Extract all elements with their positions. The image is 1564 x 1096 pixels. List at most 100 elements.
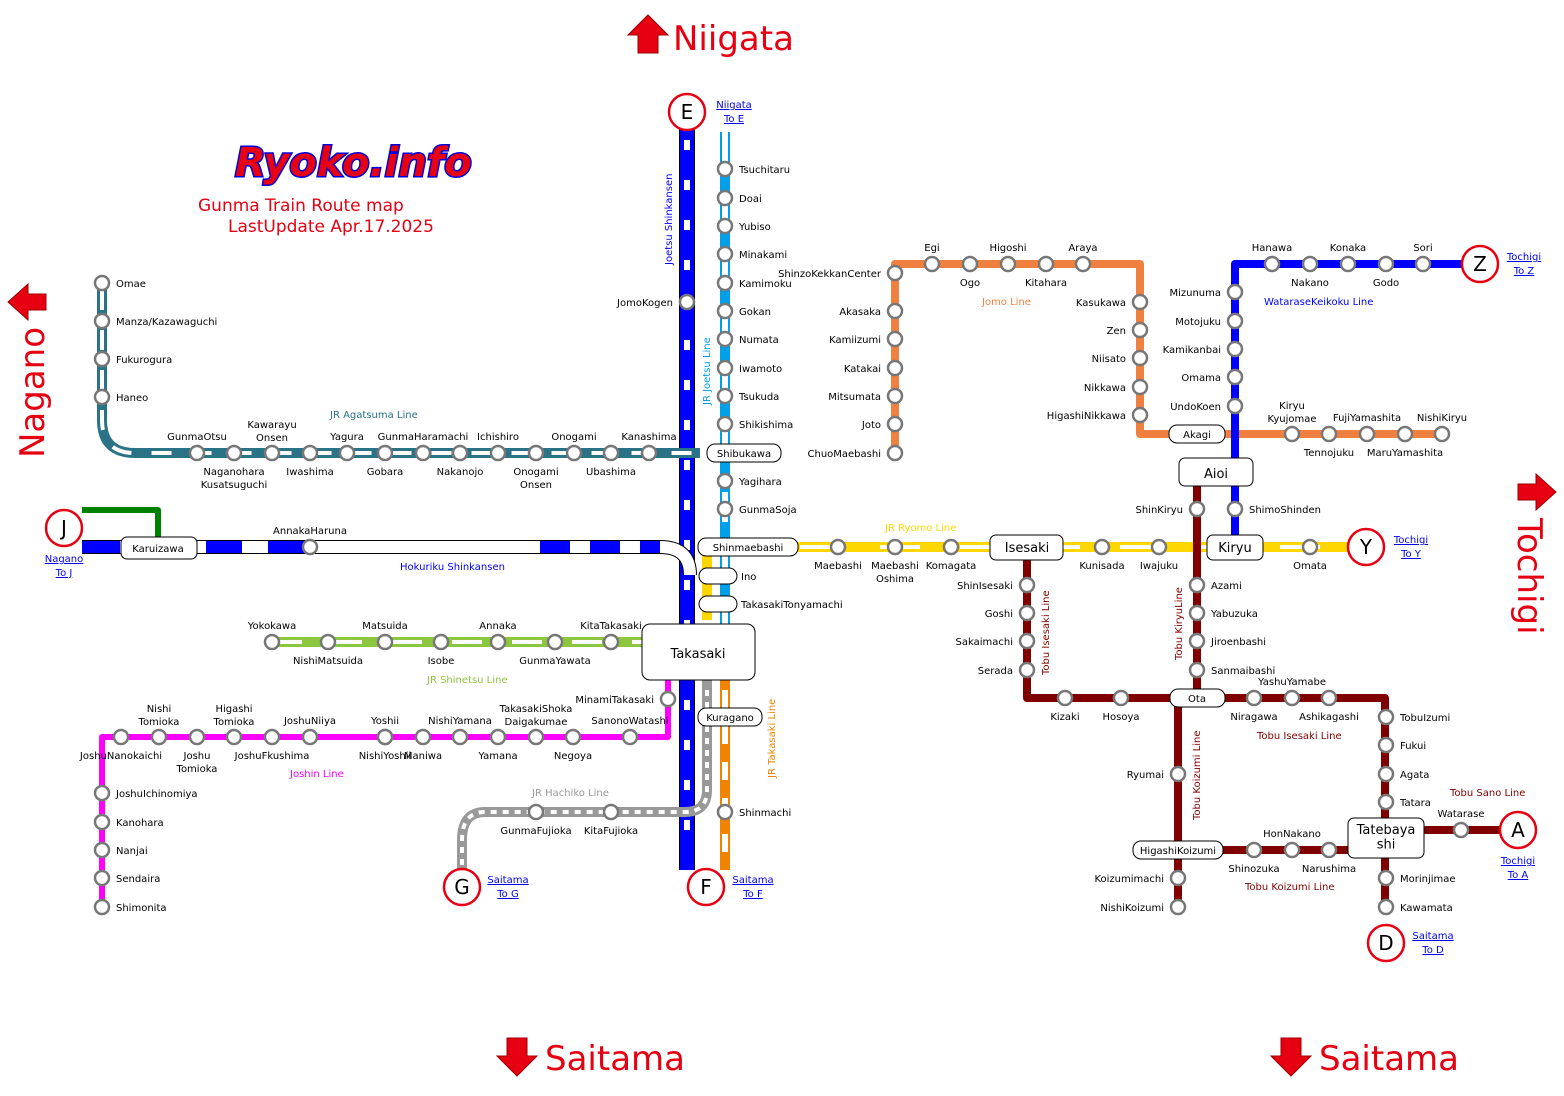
hub-aioi[interactable]: Aioi [1178, 457, 1254, 487]
station-dot-shimonita[interactable] [93, 898, 111, 916]
station-dot-motojuku[interactable] [1226, 312, 1244, 330]
station-dot-omama[interactable] [1226, 368, 1244, 386]
station-dot-higashinikkawa[interactable] [1131, 406, 1149, 424]
station-dot-onogami-onsen[interactable] [527, 444, 545, 462]
station-dot-iwashima[interactable] [301, 444, 319, 462]
station-dot-niisato[interactable] [1131, 349, 1149, 367]
station-dot-nanjai[interactable] [93, 841, 111, 859]
station-dot-haneo[interactable] [93, 388, 111, 406]
station-dot-joshu-tomioka[interactable] [188, 728, 206, 746]
station-dot-gunmafujioka[interactable] [527, 803, 545, 821]
hub-akagi[interactable]: Akagi [1168, 424, 1226, 444]
station-dot-nishikoizumi[interactable] [1169, 898, 1187, 916]
station-dot-chuomaebashi[interactable] [886, 444, 904, 462]
station-dot-tsuchitaru[interactable] [716, 160, 734, 178]
station-dot-higashi-tomioka[interactable] [225, 728, 243, 746]
station-dot-mizunuma[interactable] [1226, 283, 1244, 301]
station-dot-sakaimachi[interactable] [1018, 632, 1036, 650]
station-dot-egi[interactable] [923, 255, 941, 273]
station-dot-gunmayawata[interactable] [546, 633, 564, 651]
station-dot-yokokawa[interactable] [263, 633, 281, 651]
station-dot-yagura[interactable] [338, 444, 356, 462]
station-dot-shinmachi[interactable] [716, 803, 734, 821]
station-dot-narushima[interactable] [1320, 841, 1338, 859]
station-dot-annaka[interactable] [489, 633, 507, 651]
exit-circle[interactable] [686, 867, 726, 907]
station-dot-sori[interactable] [1414, 255, 1432, 273]
station-dot-sendaira[interactable] [93, 869, 111, 887]
station-dot-kawarayu-onsen[interactable] [263, 444, 281, 462]
station-dot-nishiyamana[interactable] [451, 728, 469, 746]
exit-circle[interactable] [1366, 923, 1406, 963]
station-dot-joshunanokaichi[interactable] [112, 728, 130, 746]
exit-circle[interactable] [1498, 810, 1538, 850]
exit-link[interactable]: Nagano [45, 554, 84, 565]
station-dot-nakano[interactable] [1301, 255, 1319, 273]
station-dot-omae[interactable] [93, 274, 111, 292]
station-dot-morinjimae[interactable] [1377, 869, 1395, 887]
station-dot-godo[interactable] [1377, 255, 1395, 273]
hub-ino[interactable]: Ino [698, 567, 756, 585]
station-dot-kamimoku[interactable] [716, 274, 734, 292]
station-dot-niragawa[interactable] [1245, 689, 1263, 707]
station-dot-iwamoto[interactable] [716, 359, 734, 377]
station-dot-agata[interactable] [1377, 765, 1395, 783]
station-dot-fukurogura[interactable] [93, 350, 111, 368]
exit-circle[interactable] [44, 508, 84, 548]
station-dot-hanawa[interactable] [1263, 255, 1281, 273]
station-dot-gunmaharamachi[interactable] [414, 444, 432, 462]
station-dot-kitahara[interactable] [1037, 255, 1055, 273]
station-dot-yashuyamabe[interactable] [1283, 689, 1301, 707]
station-dot-kamiizumi[interactable] [886, 330, 904, 348]
station-dot-manza-kazawaguchi[interactable] [93, 312, 111, 330]
station-dot-konaka[interactable] [1339, 255, 1357, 273]
exit-link[interactable]: To E [723, 114, 744, 125]
station-dot-nishimatsuida[interactable] [319, 633, 337, 651]
station-dot-maniwa[interactable] [414, 728, 432, 746]
station-dot-jiroenbashi[interactable] [1188, 632, 1206, 650]
station-dot-kizaki[interactable] [1056, 689, 1074, 707]
station-dot-yabuzuka[interactable] [1188, 604, 1206, 622]
station-dot-kanohara[interactable] [93, 813, 111, 831]
exit-link[interactable]: Saitama [1412, 931, 1453, 942]
station-dot-annakaharuna[interactable] [301, 538, 319, 556]
station-dot-takasakishoka-daigakumae[interactable] [527, 728, 545, 746]
station-dot-ryumai[interactable] [1169, 765, 1187, 783]
station-dot-komagata[interactable] [942, 538, 960, 556]
station-dot-yamana[interactable] [489, 728, 507, 746]
station-dot-onogami[interactable] [565, 444, 583, 462]
station-dot-minakami[interactable] [716, 245, 734, 263]
station-dot-iwajuku[interactable] [1150, 538, 1168, 556]
exit-link[interactable]: Saitama [732, 875, 773, 886]
station-dot-ogo[interactable] [961, 255, 979, 273]
hub-higashikoizumi[interactable]: HigashiKoizumi [1132, 840, 1224, 860]
station-dot-numata[interactable] [716, 330, 734, 348]
station-dot-ubashima[interactable] [602, 444, 620, 462]
hub-tonyamachi[interactable]: TakasakiTonyamachi [698, 595, 843, 613]
hub-kiryu[interactable]: Kiryu [1206, 534, 1264, 561]
station-dot-kamikanbai[interactable] [1226, 340, 1244, 358]
station-dot-serada[interactable] [1018, 661, 1036, 679]
exit-link[interactable]: To Z [1513, 266, 1535, 277]
station-dot-doai[interactable] [716, 189, 734, 207]
station-dot-akasaka[interactable] [886, 302, 904, 320]
station-dot-ichishiro[interactable] [489, 444, 507, 462]
exit-link[interactable]: To Y [1400, 549, 1422, 560]
station-dot-gokan[interactable] [716, 302, 734, 320]
station-dot-shimoshinden[interactable] [1226, 500, 1244, 518]
hub-shibukawa[interactable]: Shibukawa [706, 443, 782, 463]
station-dot-nishikiryu[interactable] [1433, 425, 1451, 443]
exit-link[interactable]: To F [742, 889, 763, 900]
hub-shinmaebashi[interactable]: Shinmaebashi [697, 537, 799, 557]
station-dot-nishi-tomioka[interactable] [150, 728, 168, 746]
station-dot-kunisada[interactable] [1093, 538, 1111, 556]
station-dot-higoshi[interactable] [999, 255, 1017, 273]
exit-link[interactable]: To D [1421, 945, 1444, 956]
